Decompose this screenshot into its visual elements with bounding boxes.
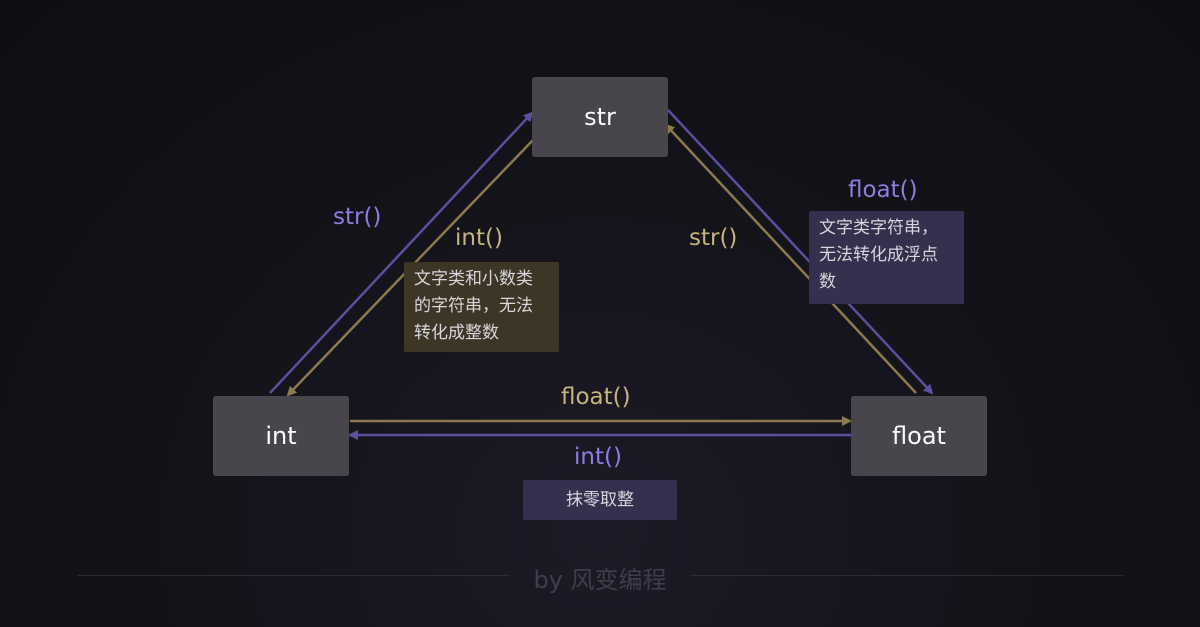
node-float: float: [851, 396, 987, 476]
arrow-str-to-float: [667, 109, 934, 395]
node-int: int: [213, 396, 349, 476]
arrow-float-to-str: [664, 123, 917, 394]
node-str: str: [532, 77, 668, 157]
note-str-to-int: 文字类和小数类的字符串，无法转化成整数: [404, 262, 559, 352]
label-str-to-int: int(): [455, 225, 503, 251]
label-int-to-str: str(): [333, 204, 382, 230]
footer-divider-right: [690, 575, 1123, 576]
footer-divider-left: [78, 575, 510, 576]
footer-credit: by 风变编程: [533, 566, 667, 594]
label-str-to-float: float(): [848, 177, 918, 203]
label-float-to-str: str(): [689, 225, 738, 251]
label-int-to-float: float(): [561, 384, 631, 410]
note-float-to-int: 抹零取整: [523, 480, 677, 520]
label-float-to-int: int(): [574, 444, 622, 470]
note-str-to-float: 文字类字符串，无法转化成浮点数: [809, 211, 964, 304]
arrow-int-to-str: [269, 111, 534, 394]
